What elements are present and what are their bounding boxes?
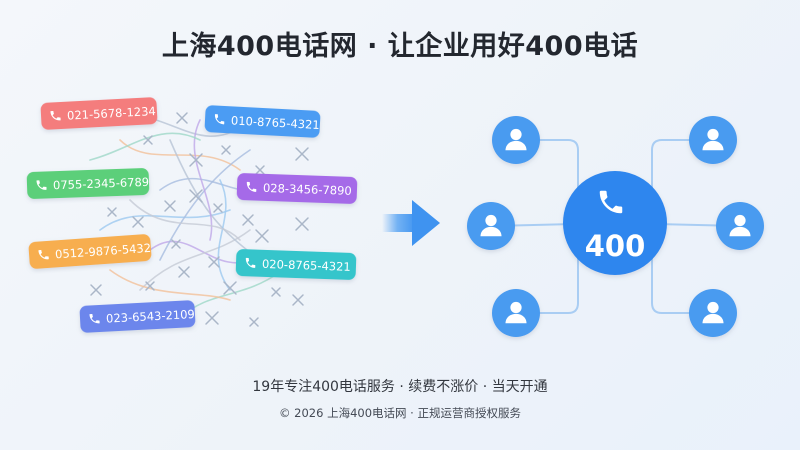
tangle-line (139, 229, 251, 291)
tangle-line (119, 139, 241, 171)
cross-mark (90, 284, 102, 296)
user-node (689, 116, 737, 164)
page-title: 上海400电话网 · 让企业用好400电话 (161, 31, 639, 62)
phone-tag: 021-5678-1234 (40, 97, 158, 130)
tangle-line (159, 149, 251, 261)
user-node (716, 202, 764, 250)
phone-tag: 0512-9876-5432 (28, 234, 152, 269)
hub-400: 400 (563, 171, 667, 275)
phone-tag: 028-3456-7890 (236, 173, 358, 204)
cross-mark (255, 229, 269, 243)
cross-mark (189, 189, 203, 203)
phone-number: 028-3456-7890 (263, 181, 352, 198)
user-node (492, 289, 540, 337)
connector-line (651, 256, 713, 314)
cross-mark (107, 207, 117, 217)
user-node (492, 116, 540, 164)
arrow-right-icon (382, 200, 440, 246)
phone-tag: 020-8765-4321 (235, 249, 357, 280)
phone-tag: 023-6543-2109 (79, 300, 196, 333)
connector-line (516, 139, 579, 190)
phone-number: 0512-9876-5432 (55, 241, 152, 262)
phone-number: 020-8765-4321 (262, 257, 351, 274)
cross-mark (295, 217, 309, 231)
user-node (467, 202, 515, 250)
connector-line (516, 256, 579, 314)
cross-mark (295, 147, 309, 161)
cross-mark (223, 281, 237, 295)
cross-mark (171, 239, 181, 249)
phone-tag-bg (28, 234, 152, 269)
cross-mark (164, 200, 176, 212)
cross-mark (143, 135, 153, 145)
phone-tag: 0755-2345-6789 (26, 168, 150, 199)
hub-label: 400 (585, 229, 646, 263)
phone-tag-bg (235, 249, 357, 280)
tangle-line (89, 132, 201, 161)
cross-mark (213, 203, 223, 213)
cross-mark (292, 294, 304, 306)
footer-copyright: © 2026 上海400电话网 · 正规运营商授权服务 (279, 406, 521, 420)
cross-mark (132, 216, 144, 228)
cross-mark (255, 165, 265, 175)
phone-tag-group: 021-5678-1234 010-8765-4321 0755-2345-6789… (26, 97, 358, 333)
phone-number: 010-8765-4321 (231, 113, 320, 132)
tangle-line (129, 199, 241, 241)
phone-tag-bg (236, 173, 358, 204)
cross-mark (178, 266, 190, 278)
cross-mark (176, 112, 188, 124)
cross-mark (145, 281, 155, 291)
cross-mark (242, 214, 254, 226)
cross-mark (249, 317, 259, 327)
tangle-line (217, 179, 231, 291)
phone-number: 021-5678-1234 (67, 104, 156, 123)
phone-tag-bg (40, 97, 158, 130)
tangle-line (109, 269, 231, 301)
phone-tag-bg (79, 300, 196, 333)
cross-mark (189, 153, 203, 167)
cross-mark (208, 256, 220, 268)
phone-tag-bg (204, 105, 321, 138)
user-nodes (467, 116, 764, 337)
cross-mark (221, 145, 231, 155)
cross-mark (205, 311, 219, 325)
phone-number: 0755-2345-6789 (53, 175, 150, 192)
service-slogan: 19年专注400电话服务 · 续费不涨价 · 当天开通 (252, 379, 548, 395)
cross-mark (271, 287, 281, 297)
phone-number: 023-6543-2109 (106, 307, 195, 326)
phone-tag: 010-8765-4321 (204, 105, 321, 138)
connector-line (651, 139, 713, 190)
tangle-line (99, 209, 231, 231)
tangled-lines (89, 112, 309, 327)
phone-tag-bg (26, 168, 150, 199)
user-node (689, 289, 737, 337)
